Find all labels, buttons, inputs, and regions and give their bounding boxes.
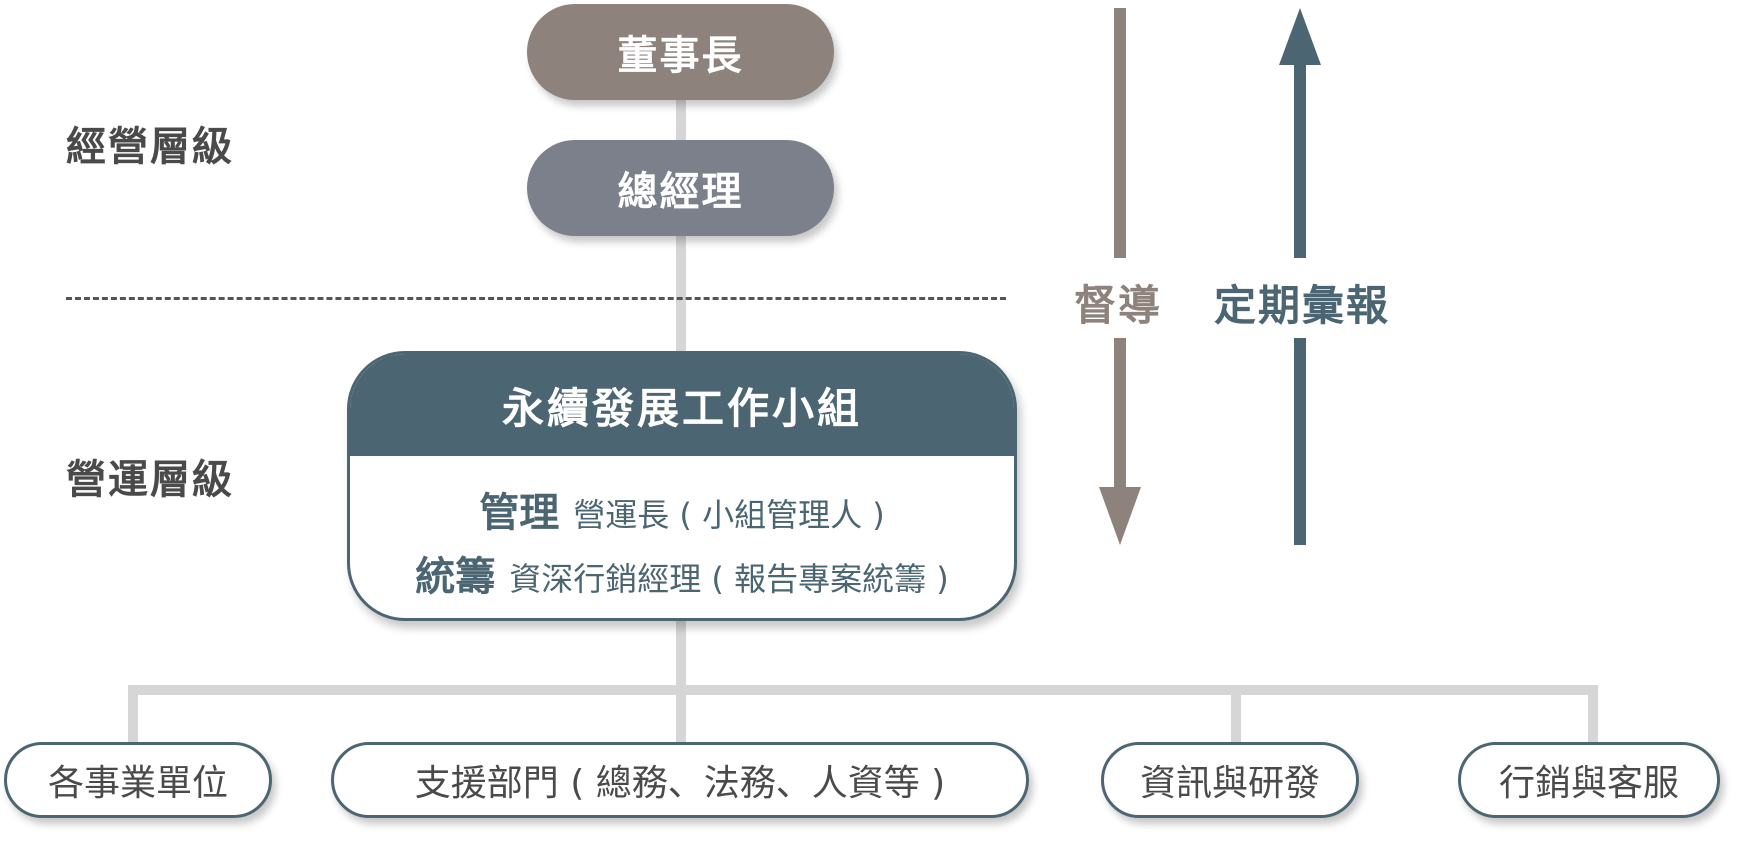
team-row-management: 管理 營運長 ( 小組管理人 ): [350, 480, 1014, 538]
report-up-arrow-icon: [1279, 8, 1321, 545]
unit-support-departments: 支援部門 ( 總務、法務、人資等 ): [331, 742, 1029, 818]
team-title: 永續發展工作小組: [350, 354, 1014, 456]
team-row-desc: 資深行銷經理 ( 報告專案統籌 ): [509, 560, 949, 598]
general-manager-node: 總經理: [527, 140, 834, 236]
level-divider: [66, 297, 1006, 300]
team-row-coordination: 統籌 資深行銷經理 ( 報告專案統籌 ): [350, 544, 1014, 602]
unit-marketing-service: 行銷與客服: [1458, 742, 1720, 818]
sustainability-team-box: 永續發展工作小組 管理 營運長 ( 小組管理人 ) 統籌 資深行銷經理 ( 報告…: [347, 351, 1017, 621]
connector-vertical-bottom: [676, 618, 686, 746]
periodic-report-label: 定期彙報: [1214, 281, 1391, 330]
team-row-role: 統籌: [415, 554, 496, 600]
unit-business-units: 各事業單位: [4, 742, 272, 818]
connector-drop-4: [1588, 685, 1598, 745]
team-row-role: 管理: [479, 490, 560, 536]
level-label-operational: 營運層級: [66, 457, 234, 503]
team-row-desc: 營運長 ( 小組管理人 ): [573, 496, 885, 534]
connector-horizontal: [128, 685, 1598, 695]
connector-drop-3: [1231, 685, 1241, 745]
chairman-node: 董事長: [527, 4, 834, 100]
supervise-down-arrow-icon: [1099, 8, 1141, 545]
level-label-executive: 經營層級: [66, 124, 234, 170]
connector-drop-1: [128, 685, 138, 745]
unit-it-rd: 資訊與研發: [1101, 742, 1359, 818]
supervise-label: 督導: [1074, 281, 1163, 330]
